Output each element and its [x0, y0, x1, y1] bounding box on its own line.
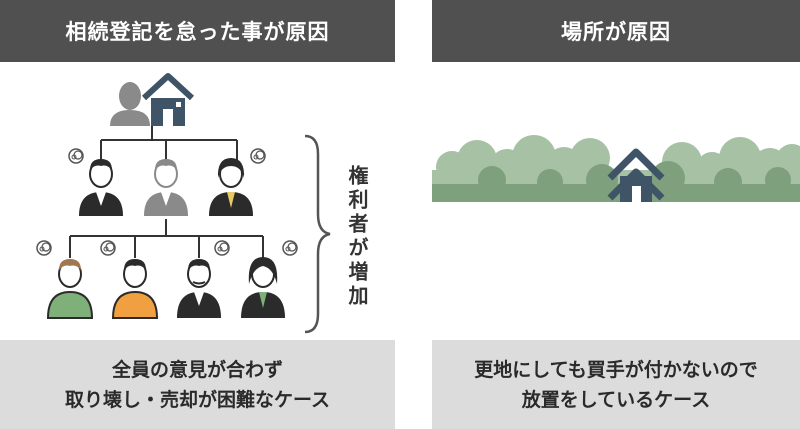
heir-person-icon	[241, 257, 285, 318]
location-caption-line1: 更地にしても買手が付かないので	[474, 358, 758, 381]
heir-person-icon	[111, 259, 159, 319]
heir-person-icon	[46, 259, 94, 319]
inheritance-caption-line1: 全員の意見が合わず	[111, 358, 283, 381]
inheritance-panel-title: 相続登記を怠った事が原因	[0, 0, 395, 62]
family-tree-lines	[69, 124, 264, 258]
location-caption: 更地にしても買手が付かないので 放置をしているケース	[432, 340, 800, 429]
worry-scribble-icon	[214, 240, 230, 256]
worry-scribble-icon	[282, 240, 298, 256]
inheritance-caption-line2: 取り壊し・売却が困難なケース	[64, 388, 331, 411]
heir-person-icon	[209, 158, 253, 216]
group-bracket	[304, 134, 331, 334]
inheritance-panel: 相続登記を怠った事が原因	[0, 0, 395, 429]
heir-person-icon	[144, 159, 188, 216]
inheritance-caption: 全員の意見が合わず 取り壊し・売却が困難なケース	[0, 340, 395, 429]
worry-scribble-icon	[36, 240, 52, 256]
house-icon	[607, 148, 665, 202]
heir-person-icon	[79, 159, 123, 216]
worry-scribble-icon	[100, 240, 116, 256]
rights-holders-increase-label: 権利者が増加	[345, 165, 369, 309]
worry-scribble-icon	[250, 148, 266, 164]
deceased-person-icon	[110, 82, 150, 126]
location-panel-title: 場所が原因	[432, 0, 800, 62]
forest-house-illustration	[432, 62, 800, 340]
house-icon	[141, 73, 195, 126]
location-caption-line2: 放置をしているケース	[521, 388, 711, 411]
worry-scribble-icon	[68, 148, 84, 164]
heir-person-icon	[177, 259, 221, 318]
location-panel: 場所が原因	[432, 0, 800, 429]
family-tree-diagram	[0, 62, 395, 340]
